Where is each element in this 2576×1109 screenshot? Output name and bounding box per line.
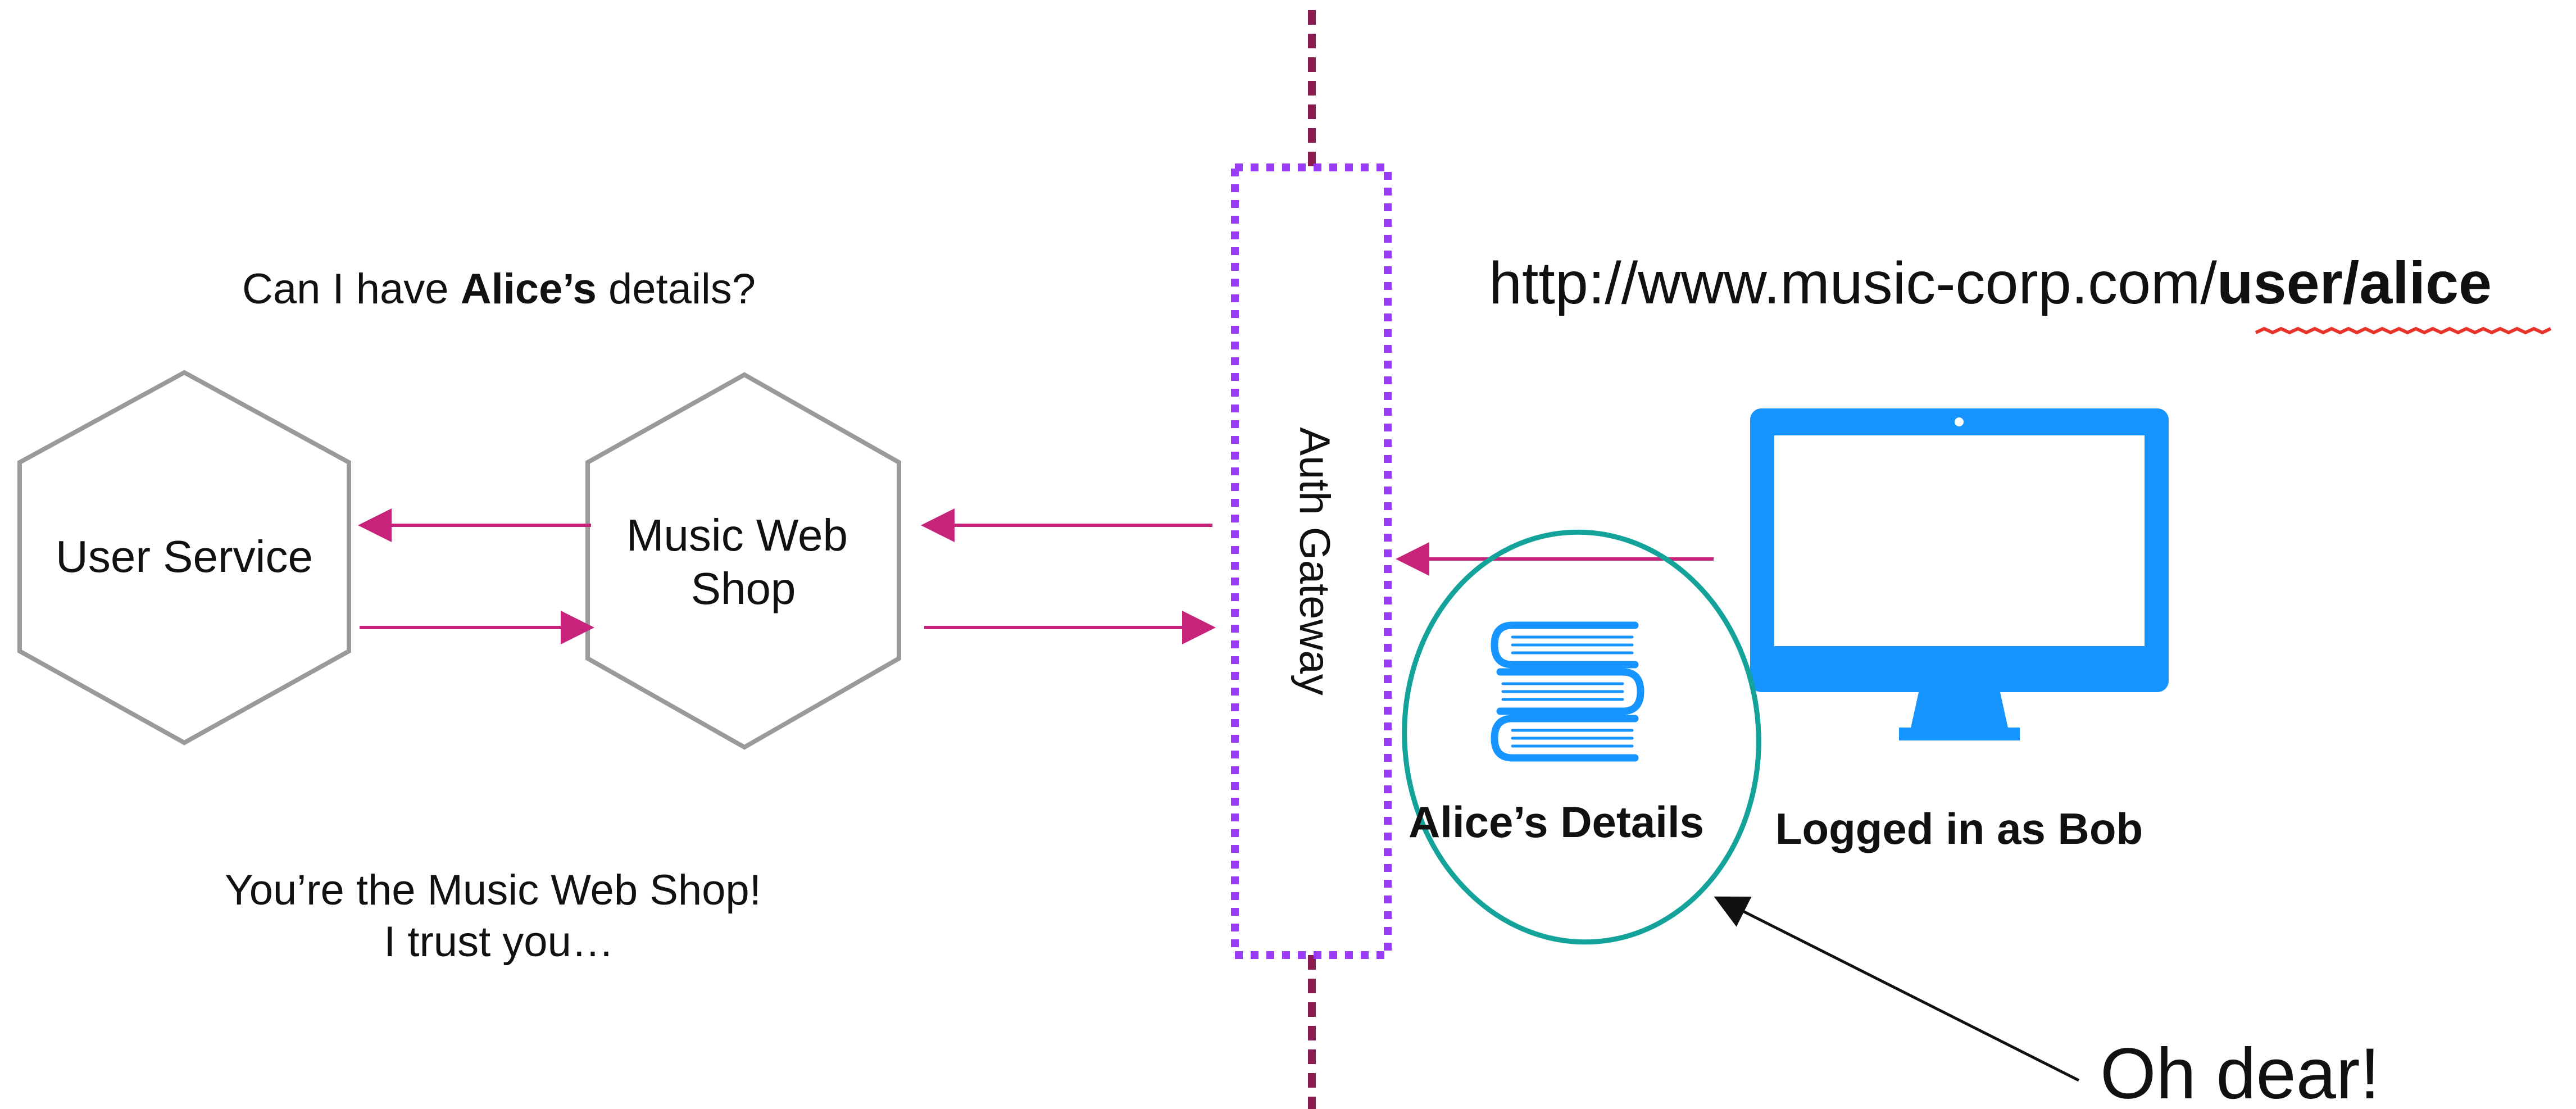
- music-web-shop-label-line1: Music Web: [626, 510, 848, 560]
- url-base: http://www.music-corp.com/: [1489, 250, 2217, 316]
- question-subject: Alice’s: [461, 265, 597, 313]
- books-icon: [1491, 621, 1644, 762]
- answer-line2: I trust you…: [384, 918, 614, 966]
- auth-gateway-label: Auth Gateway: [1291, 427, 1338, 695]
- user-service-label: User Service: [56, 531, 313, 581]
- question-text: Can I have Alice’s details?: [242, 265, 756, 313]
- question-prefix: Can I have: [242, 265, 461, 313]
- question-suffix: details?: [597, 265, 756, 313]
- alices-details-label: Alice’s Details: [1409, 797, 1704, 847]
- highlight-circle: [1402, 529, 1761, 945]
- answer-text: You’re the Music Web Shop! I trust you…: [225, 866, 773, 966]
- music-web-shop-hexagon: [585, 372, 901, 750]
- answer-line1: You’re the Music Web Shop!: [225, 866, 761, 914]
- url-spellcheck-underline: [2255, 326, 2552, 335]
- logged-in-label: Logged in as Bob: [1775, 804, 2143, 853]
- callout-arrow: [1714, 896, 2080, 1082]
- user-service-hexagon: [17, 370, 351, 746]
- music-web-shop-label-line2: Shop: [691, 563, 796, 613]
- url-text: http://www.music-corp.com/user/alice: [1489, 250, 2492, 316]
- desktop-monitor-icon: [1750, 408, 2169, 740]
- music-web-shop-label: Music Web Shop: [626, 510, 860, 613]
- url-path: user/alice: [2217, 250, 2492, 316]
- callout-text: Oh dear!: [2100, 1034, 2380, 1109]
